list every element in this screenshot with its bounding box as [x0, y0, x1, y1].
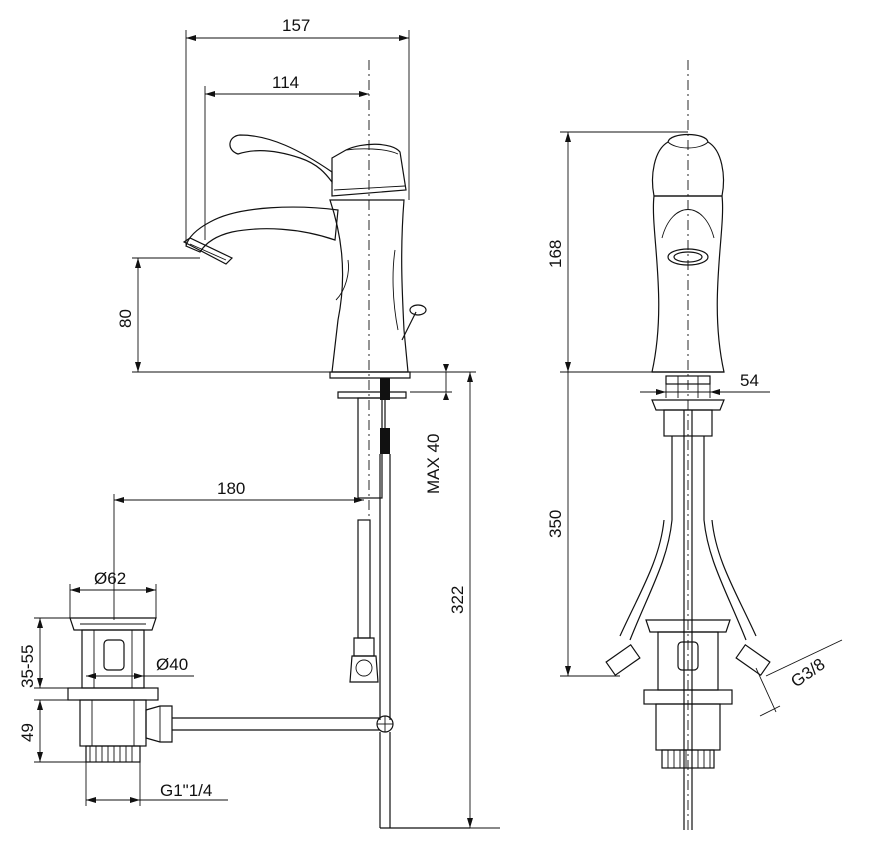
front-view-faucet — [605, 60, 771, 830]
dim-label-dia-40: Ø40 — [156, 655, 188, 674]
dim-label-80: 80 — [116, 309, 135, 328]
dim-label-322: 322 — [448, 586, 467, 614]
dim-value-40: 40 — [169, 655, 188, 674]
arrowheads — [37, 35, 720, 828]
dim-label-35-55: 35-55 — [18, 645, 37, 688]
pop-up-waste — [67, 617, 173, 763]
dim-label-g1-1-4: G1"1/4 — [160, 781, 212, 800]
dimension-labels: 157 114 80 MAX 40 180 322 Ø62 Ø40 35-55 … — [18, 16, 828, 800]
dimension-lines — [34, 30, 843, 829]
dim-value-62: 62 — [107, 569, 126, 588]
dim-label-54: 54 — [740, 371, 759, 390]
dim-label-g3-8: G3/8 — [787, 655, 828, 692]
dim-label-114: 114 — [272, 73, 299, 92]
dim-label-168: 168 — [546, 240, 565, 268]
dim-label-157: 157 — [282, 16, 310, 35]
dim-label-max-40: MAX 40 — [424, 434, 443, 494]
diameter-symbol: Ø — [94, 569, 107, 588]
dim-label-180: 180 — [217, 479, 245, 498]
side-view-faucet — [172, 60, 470, 829]
dim-label-49: 49 — [18, 723, 37, 742]
dim-label-dia-62: Ø62 — [94, 569, 126, 588]
dim-label-350: 350 — [546, 510, 565, 538]
diameter-symbol: Ø — [156, 655, 169, 674]
